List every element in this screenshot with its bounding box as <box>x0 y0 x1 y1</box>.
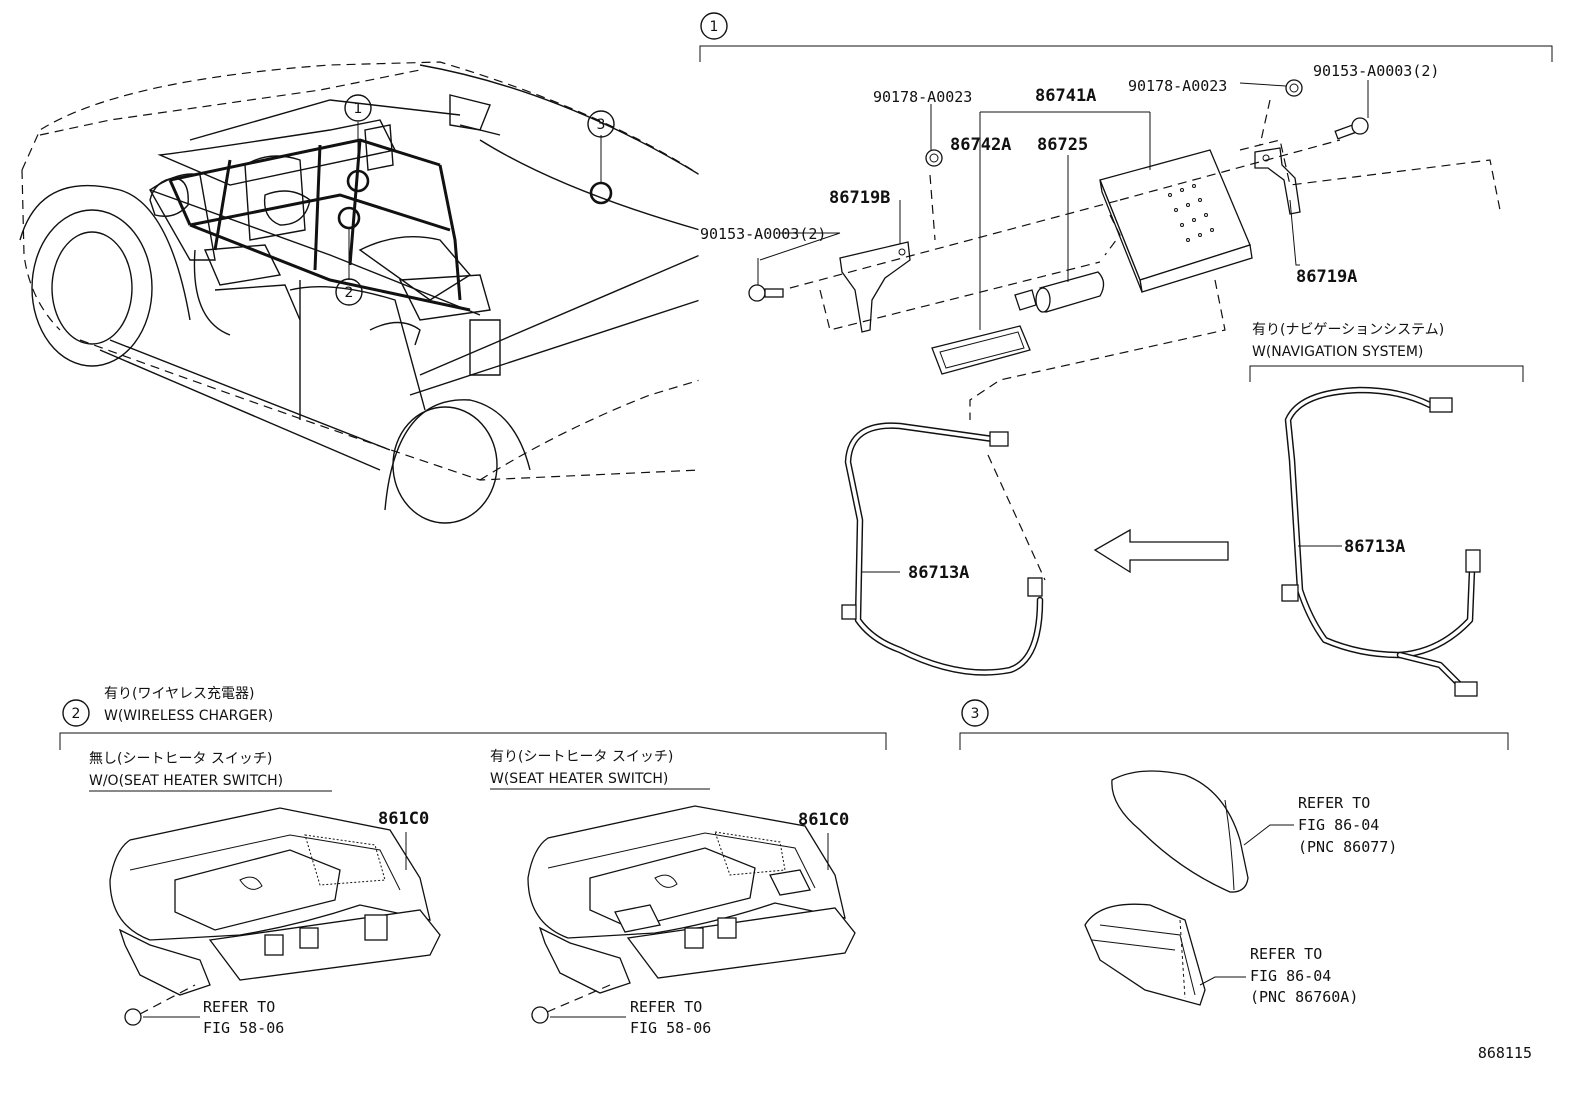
nut-right <box>1239 79 1303 97</box>
nut-left <box>925 104 943 167</box>
svg-text:2: 2 <box>72 706 81 722</box>
label-86719a: 86719A <box>1296 267 1357 287</box>
callout-3-car: 3 <box>587 110 615 138</box>
svg-text:FIG 58-06: FIG 58-06 <box>203 1019 284 1037</box>
svg-text:有り(シートヒータ スイッチ): 有り(シートヒータ スイッチ) <box>490 749 673 765</box>
label-86741a: 86741A <box>1035 86 1096 106</box>
bracket-86719b <box>839 200 911 333</box>
refer-fig-86-04-pnc-86077: REFER TO FIG 86-04 (PNC 86077) <box>1243 794 1397 856</box>
svg-text:W(WIRELESS CHARGER): W(WIRELESS CHARGER) <box>104 708 273 724</box>
label-86742a: 86742A <box>950 135 1011 155</box>
label-90178-right: 90178-A0023 <box>1128 77 1227 95</box>
wire-harness-86713a-left <box>841 422 1044 676</box>
svg-text:2: 2 <box>345 285 354 301</box>
label-86713a-right: 86713A <box>1344 537 1405 557</box>
label-90153-right: 90153-A0003(2) <box>1313 62 1439 80</box>
svg-text:(PNC 86077): (PNC 86077) <box>1298 838 1397 856</box>
svg-text:(PNC 86760A): (PNC 86760A) <box>1250 988 1358 1006</box>
section-2-bracket: 2 有り(ワイヤレス充電器) W(WIRELESS CHARGER) <box>59 686 887 750</box>
variant-with-seat-heater: 有り(シートヒータ スイッチ) W(SEAT HEATER SWITCH) <box>490 749 710 790</box>
svg-text:REFER TO: REFER TO <box>203 998 275 1016</box>
bracket-86719a <box>1254 147 1301 266</box>
svg-text:W(NAVIGATION SYSTEM): W(NAVIGATION SYSTEM) <box>1252 344 1423 360</box>
svg-text:無し(シートヒータ スイッチ): 無し(シートヒータ スイッチ) <box>89 751 272 767</box>
svg-text:3: 3 <box>597 117 606 133</box>
callout-2-car: 2 <box>335 278 363 306</box>
shark-fin-antenna-cover <box>1111 770 1249 893</box>
svg-text:REFER TO: REFER TO <box>1250 945 1322 963</box>
navigation-subsection: 有り(ナビゲーションシステム) W(NAVIGATION SYSTEM) <box>1249 322 1524 382</box>
label-86719b: 86719B <box>829 188 890 208</box>
plate-86742a <box>931 325 1031 375</box>
assembly-lines-1 <box>789 99 1501 581</box>
label-86713a-left: 86713A <box>908 563 969 583</box>
label-861c0-left: 861C0 <box>378 809 429 829</box>
svg-text:1: 1 <box>710 19 719 35</box>
figure-number: 868115 <box>1478 1044 1532 1062</box>
variant-without-seat-heater: 無し(シートヒータ スイッチ) W/O(SEAT HEATER SWITCH) <box>89 751 332 792</box>
label-861c0-right: 861C0 <box>798 810 849 830</box>
screw-left <box>748 258 784 302</box>
antenna-base-unit <box>1084 903 1206 1006</box>
label-90178-left: 90178-A0023 <box>873 88 972 106</box>
svg-text:FIG 86-04: FIG 86-04 <box>1298 816 1379 834</box>
section-1-bracket: 1 <box>699 12 1553 62</box>
svg-text:FIG 86-04: FIG 86-04 <box>1250 967 1331 985</box>
part-86725 <box>1014 155 1105 313</box>
svg-text:有り(ワイヤレス充電器): 有り(ワイヤレス充電器) <box>104 686 255 702</box>
svg-text:W/O(SEAT HEATER SWITCH): W/O(SEAT HEATER SWITCH) <box>89 773 283 789</box>
svg-text:有り(ナビゲーションシステム): 有り(ナビゲーションシステム) <box>1252 322 1444 338</box>
wire-harness-86713a-right <box>1281 386 1481 697</box>
label-86725: 86725 <box>1037 135 1088 155</box>
car-overview-illustration <box>19 60 702 524</box>
refer-fig-58-06-left: REFER TO FIG 58-06 <box>143 998 284 1037</box>
svg-text:REFER TO: REFER TO <box>630 998 702 1016</box>
label-90153-left: 90153-A0003(2) <box>700 225 826 243</box>
screw-right <box>1334 80 1369 140</box>
arrow-left <box>1093 528 1229 574</box>
wireless-charger-861c0-right <box>527 805 856 1024</box>
section-3-bracket: 3 <box>959 699 1509 750</box>
svg-text:FIG 58-06: FIG 58-06 <box>630 1019 711 1037</box>
module-86741a <box>1099 112 1253 293</box>
svg-text:1: 1 <box>354 101 363 117</box>
callout-1-car: 1 <box>344 94 372 122</box>
svg-text:REFER TO: REFER TO <box>1298 794 1370 812</box>
svg-text:3: 3 <box>971 706 980 722</box>
refer-fig-86-04-pnc-86760a: REFER TO FIG 86-04 (PNC 86760A) <box>1199 945 1358 1006</box>
refer-fig-58-06-right: REFER TO FIG 58-06 <box>550 998 711 1037</box>
wireless-charger-861c0-left <box>109 807 441 1026</box>
svg-text:W(SEAT HEATER SWITCH): W(SEAT HEATER SWITCH) <box>490 771 668 787</box>
